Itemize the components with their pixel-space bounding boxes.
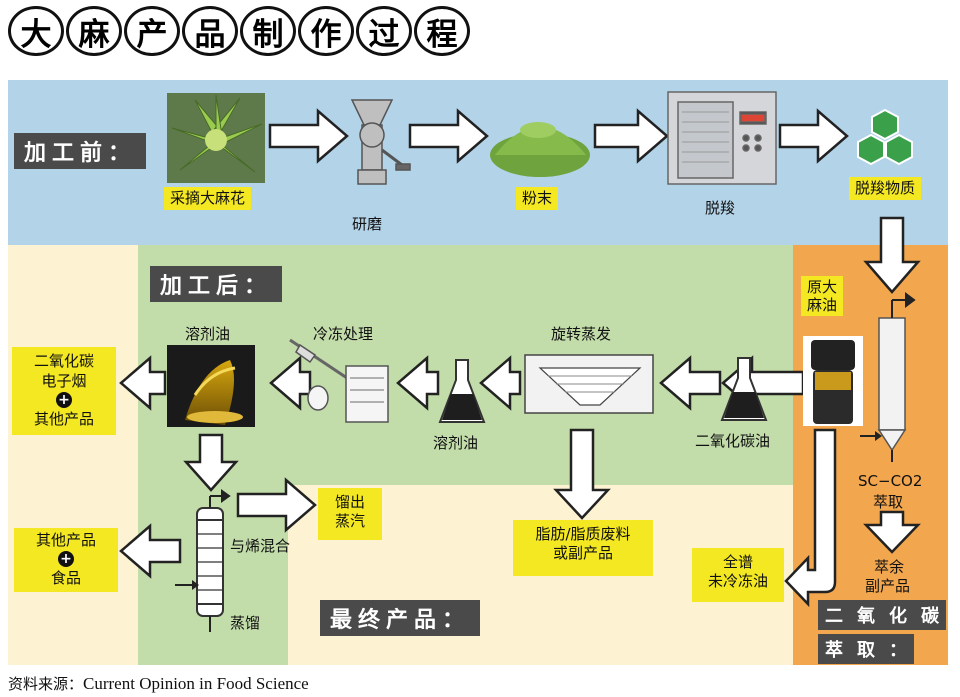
hexagon-molecule-icon [857,108,913,166]
co2-tag-char: 化 [882,600,914,630]
arrow-right [593,108,669,164]
label-decarb: 脱羧 [705,199,736,217]
arrow-right [236,477,317,533]
grinder-icon [350,99,411,185]
label-food-box: 其他产品 + 食品 [14,528,118,592]
label-fat-line2: 或副产品 [552,544,613,562]
label-mix: 与烯混合 [230,537,291,555]
label-distillate-line1: 馏出 [334,493,365,511]
co2-tag-char: 氧 [850,600,882,630]
title: 大 麻 产 品 制 作 过 程 [8,6,470,62]
arrow-down [863,216,921,294]
co2-tag-char: 碳 [914,600,946,630]
label-distillate-box: 馏出 蒸汽 [318,488,382,540]
title-char: 品 [182,6,238,56]
title-char: 大 [8,6,64,56]
label-full-spectrum-line1: 全谱 [722,553,753,571]
label-solvent-oil: 溶剂油 [185,325,231,343]
title-char: 制 [240,6,296,56]
label-byproduct: 副产品 [865,577,911,595]
freeze-dryer-icon [289,338,389,423]
label-harvest: 采摘大麻花 [164,187,252,210]
section-after-tag: 加工后： [150,266,283,302]
before-processing-panel [8,80,948,245]
label-decarb-material: 脱羧物质 [849,177,922,200]
label-distillation: 蒸馏 [230,614,261,632]
source-line: 资料来源：Current Opinion in Food Science [8,673,309,694]
title-char: 程 [414,6,470,56]
label-crude-oil: 原大麻油 [801,276,843,316]
label-raffinate: 萃余 [874,558,905,576]
cannabis-flower-icon [167,93,265,183]
rotary-evaporator-icon [524,354,654,414]
label-fat-line1: 脂肪/脂质废料 [535,525,631,543]
label-full-spectrum-line2: 未冷冻油 [707,572,768,590]
section-before-tag: 加工前： [14,133,147,169]
extraction-column-icon [860,292,916,462]
label-powder: 粉末 [516,187,559,210]
arrow-left [119,355,167,411]
plus-icon: + [58,551,74,567]
title-char: 产 [124,6,180,56]
label-ecig-line3: 其他产品 [33,410,94,428]
arrow-left [119,523,182,579]
title-char: 过 [356,6,412,56]
label-rotary-evap: 旋转蒸发 [551,325,612,343]
label-co2-oil: 二氧化碳油 [695,432,771,450]
co2-tag-char: 取 [850,634,882,664]
erlenmeyer-flask-icon [438,359,486,423]
oil-pour-icon [167,345,255,427]
arrow-left [269,355,312,411]
label-sc-co2: SC−CO2 [858,472,923,490]
label-ecig-box: 二氧化碳 电子烟 + 其他产品 [12,347,116,435]
source-prefix: 资料来源： [8,675,84,693]
co2-tag-char: 萃 [818,634,850,664]
label-freeze: 冷冻处理 [313,325,374,343]
arrow-right [408,108,489,164]
oven-icon [667,91,777,185]
section-final-tag: 最终产品： [320,600,481,636]
arrow-left [659,355,722,411]
title-char: 作 [298,6,354,56]
label-food-line1: 其他产品 [35,531,96,549]
co2-tag-char: 二 [818,600,850,630]
label-fat-box: 脂肪/脂质废料 或副产品 [513,520,653,576]
plus-icon: + [56,392,72,408]
arrow-down [863,510,921,554]
arrow-left [396,355,440,411]
distillation-column-icon [175,489,231,632]
label-ecig-line1: 二氧化碳 [33,352,94,370]
arrow-right [268,108,349,164]
label-grind: 研磨 [352,215,383,233]
label-food-line2: 食品 [50,569,81,587]
source-name: Current Opinion in Food Science [83,674,309,693]
label-extraction: 萃取 [873,493,904,511]
label-distillate-line2: 蒸汽 [334,512,365,530]
label-solvent-oil-flask: 溶剂油 [433,434,479,452]
label-full-spectrum: 全谱 未冷冻油 [692,548,784,602]
title-char: 麻 [66,6,122,56]
label-ecig-line2: 电子烟 [41,372,87,390]
oil-bottle-icon [803,336,863,426]
arrow-right [778,108,849,164]
arrow-curved [784,428,837,608]
arrow-down [553,428,611,520]
arrow-left [479,355,522,411]
powder-icon [490,122,590,177]
erlenmeyer-flask-icon [720,357,768,421]
co2-tag-char: ： [882,634,914,664]
arrow-down [183,433,239,492]
